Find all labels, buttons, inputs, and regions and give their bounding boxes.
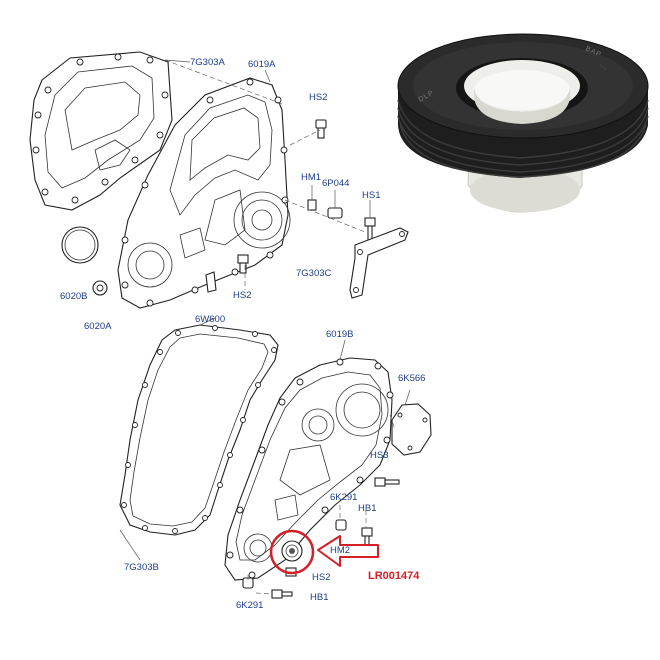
oring-6020b: [61, 226, 99, 264]
label-6p044: 6P044: [322, 178, 349, 189]
bracket-7g303c: [349, 227, 409, 299]
timing-cover-6019a: [117, 77, 291, 309]
label-hs2-bottom: HS2: [312, 572, 330, 583]
label-hm1: HM1: [301, 172, 321, 183]
label-6020a: 6020A: [84, 321, 112, 332]
label-hs1: HS1: [362, 190, 380, 201]
label-7g303c: 7G303C: [296, 268, 332, 279]
label-6k291-right: 6K291: [330, 492, 357, 503]
bolt-hs1: [364, 200, 376, 241]
label-6k291-bottom: 6K291: [236, 600, 263, 611]
seal-photo: DLP BAP ...: [397, 33, 649, 213]
plate-6k566: [391, 403, 432, 456]
crank-seal-hm2: [281, 540, 303, 562]
washer-6020a: [92, 280, 108, 296]
label-6019a: 6019A: [248, 59, 276, 70]
label-6020b: 6020B: [60, 291, 87, 302]
gasket-7g303b: [119, 324, 279, 536]
label-6k566: 6K566: [398, 373, 425, 384]
bolt-hs2-top: [315, 119, 327, 139]
label-hs2-mid: HS2: [233, 290, 251, 301]
nut-6k291-right: [335, 519, 347, 531]
clip-6w600: [205, 271, 217, 293]
label-hm2: HM2: [330, 545, 350, 556]
label-hb1-right: HB1: [358, 503, 376, 514]
bolt-hb1-right: [361, 527, 373, 547]
bolt-hs3: [374, 477, 400, 487]
label-hb1-bottom: HB1: [310, 592, 328, 603]
gasket-7g303a: [29, 51, 173, 211]
callout-part-number: LR001474: [368, 570, 420, 582]
label-6019b: 6019B: [326, 329, 353, 340]
label-7g303b: 7G303B: [124, 562, 159, 573]
bolt-hs2-mid: [237, 254, 249, 274]
label-hs2-top: HS2: [309, 92, 327, 103]
bolt-hb1-bottom: [271, 589, 293, 599]
svg-text:...: ...: [599, 61, 610, 72]
label-hs3: HS3: [370, 450, 388, 461]
spacer-6p044: [327, 190, 343, 219]
part-labels: 7G303A 6019A HS2 HM1 6P044 HS1 7G303C HS…: [60, 57, 425, 611]
callout-lr001474: [269, 529, 379, 575]
label-7g303a: 7G303A: [190, 57, 226, 68]
label-6w600: 6W600: [195, 314, 225, 325]
hm1-part: [307, 185, 317, 211]
timing-cover-6019b: [224, 357, 394, 581]
